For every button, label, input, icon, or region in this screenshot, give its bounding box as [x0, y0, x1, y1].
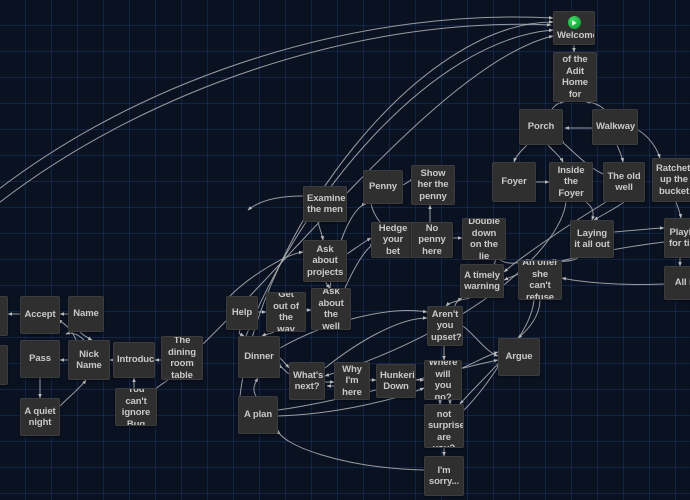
graph-node-laying-out[interactable]: Laying it all out [570, 220, 614, 258]
graph-node-label: Name [73, 308, 99, 320]
graph-node-label: Argue [505, 351, 533, 363]
graph-node-hunkering[interactable]: Hunkering Down [376, 364, 416, 398]
graph-node-label: Dinner [244, 351, 274, 363]
graph-node-arent-upset[interactable]: Aren't you upset? [427, 306, 463, 346]
graph-node-label: I'm sorry... [428, 464, 460, 488]
graph-node-im-sorry[interactable]: I'm sorry... [424, 456, 464, 496]
graph-node-ask-projects[interactable]: Ask about projects [303, 240, 347, 282]
graph-node-edge-left-2[interactable] [0, 345, 8, 385]
graph-node-label: All in [674, 277, 690, 289]
graph-node-ratcheting[interactable]: Ratcheting up the bucket [652, 158, 690, 202]
graph-node-label: Ask about projects [307, 243, 344, 278]
graph-node-label: Examine the men [307, 192, 346, 216]
graph-node-label: An offer she can't refuse [522, 260, 558, 300]
graph-node-pass[interactable]: Pass [20, 340, 60, 378]
graph-node-accept[interactable]: Accept [20, 296, 60, 334]
graph-node-inside-foyer[interactable]: Inside the Foyer [549, 162, 593, 202]
graph-node-label: Foyer [501, 176, 527, 188]
graph-node-label: The old well [607, 170, 641, 194]
graph-node-double-down[interactable]: Double down on the lie [462, 218, 506, 260]
graph-node-name[interactable]: Name [68, 296, 104, 332]
graph-node-nick-name[interactable]: Nick Name [68, 340, 110, 380]
graph-node-foyer[interactable]: Foyer [492, 162, 536, 202]
graph-node-playing-time[interactable]: Playing for time [664, 218, 690, 258]
graph-node-label: What's next? [293, 369, 324, 393]
graph-node-old-well[interactable]: The old well [603, 162, 645, 202]
graph-node-label: Get out of the way [273, 292, 299, 332]
graph-node-label: Aren't you upset? [431, 308, 462, 343]
graph-node-label: Ratcheting up the bucket [656, 162, 690, 197]
graph-node-where-go[interactable]: Where will you go? [424, 360, 462, 400]
graph-node-walkway[interactable]: Walkway [592, 109, 638, 145]
graph-node-no-penny[interactable]: No penny here [411, 222, 453, 258]
graph-node-label: You can't ignore Bug [121, 388, 151, 426]
graph-node-not-surprised[interactable]: You're not surprised, are you? [424, 404, 464, 448]
graph-node-cant-ignore[interactable]: You can't ignore Bug [115, 388, 157, 426]
graph-node-introduce[interactable]: Introduce [113, 342, 155, 378]
graph-node-label: Ask about the well [318, 288, 344, 330]
graph-node-quiet-night[interactable]: A quiet night [20, 398, 60, 436]
graph-node-adit-home[interactable]: In front of the Adit Home for Widows [553, 52, 597, 102]
graph-node-label: Nick Name [76, 348, 102, 372]
graph-node-label: Laying it all out [574, 227, 610, 251]
graph-node-label: In front of the Adit Home for Widows [557, 53, 592, 101]
graph-node-edge-left-1[interactable] [0, 296, 8, 336]
play-circle-icon [567, 16, 581, 29]
graph-node-ask-well[interactable]: Ask about the well [311, 288, 351, 330]
graph-node-label: Playing for time [668, 226, 690, 250]
graph-node-penny[interactable]: Penny [363, 170, 403, 204]
graph-node-label: Where will you go? [428, 360, 458, 400]
graph-node-label: A timely warning [464, 269, 500, 293]
graph-node-label: Show her the penny [417, 167, 449, 202]
graph-node-dinner[interactable]: Dinner [238, 336, 280, 378]
graph-node-label: Why I'm here [342, 363, 362, 398]
graph-node-show-penny[interactable]: Show her the penny [411, 165, 455, 205]
graph-node-porch[interactable]: Porch [519, 109, 563, 145]
graph-node-label: Introduce [117, 354, 155, 366]
graph-node-label: A plan [243, 409, 273, 421]
graph-node-label: A quiet night [24, 405, 56, 429]
graph-node-label: Welcome! [557, 30, 594, 41]
graph-node-label: Pass [29, 353, 51, 365]
graph-node-label: Hunkering Down [380, 369, 415, 393]
graph-node-label: No penny here [418, 222, 446, 257]
graph-node-get-out-way[interactable]: Get out of the way [266, 292, 306, 332]
graph-node-label: Help [231, 307, 253, 319]
graph-node-argue[interactable]: Argue [498, 338, 540, 376]
graph-node-label: Accept [24, 309, 56, 321]
graph-node-label: You're not surprised, are you? [428, 405, 463, 447]
graph-node-whats-next[interactable]: What's next? [289, 362, 325, 400]
graph-node-label: Walkway [596, 121, 636, 133]
graph-node-label: Double down on the lie [468, 218, 500, 260]
graph-node-all-in[interactable]: All in [664, 266, 690, 300]
graph-node-label: Porch [527, 121, 555, 133]
graph-node-label: Inside the Foyer [557, 164, 585, 199]
graph-node-examine-men[interactable]: Examine the men [303, 186, 347, 222]
graph-node-hedge-bet[interactable]: Hedge your bet [371, 222, 415, 258]
graph-node-timely-warning[interactable]: A timely warning [460, 264, 504, 298]
graph-node-label: Hedge your bet [378, 222, 408, 257]
graph-node-help[interactable]: Help [226, 296, 258, 330]
graph-node-why-im-here[interactable]: Why I'm here [334, 362, 370, 400]
graph-node-offer-refuse[interactable]: An offer she can't refuse [518, 260, 562, 300]
graph-node-a-plan[interactable]: A plan [238, 396, 278, 434]
graph-node-label: Penny [368, 181, 397, 193]
graph-node-dining-table[interactable]: The dining room table [161, 336, 203, 380]
graph-node-label: The dining room table [168, 336, 196, 380]
graph-node-welcome[interactable]: Welcome! [553, 11, 595, 45]
